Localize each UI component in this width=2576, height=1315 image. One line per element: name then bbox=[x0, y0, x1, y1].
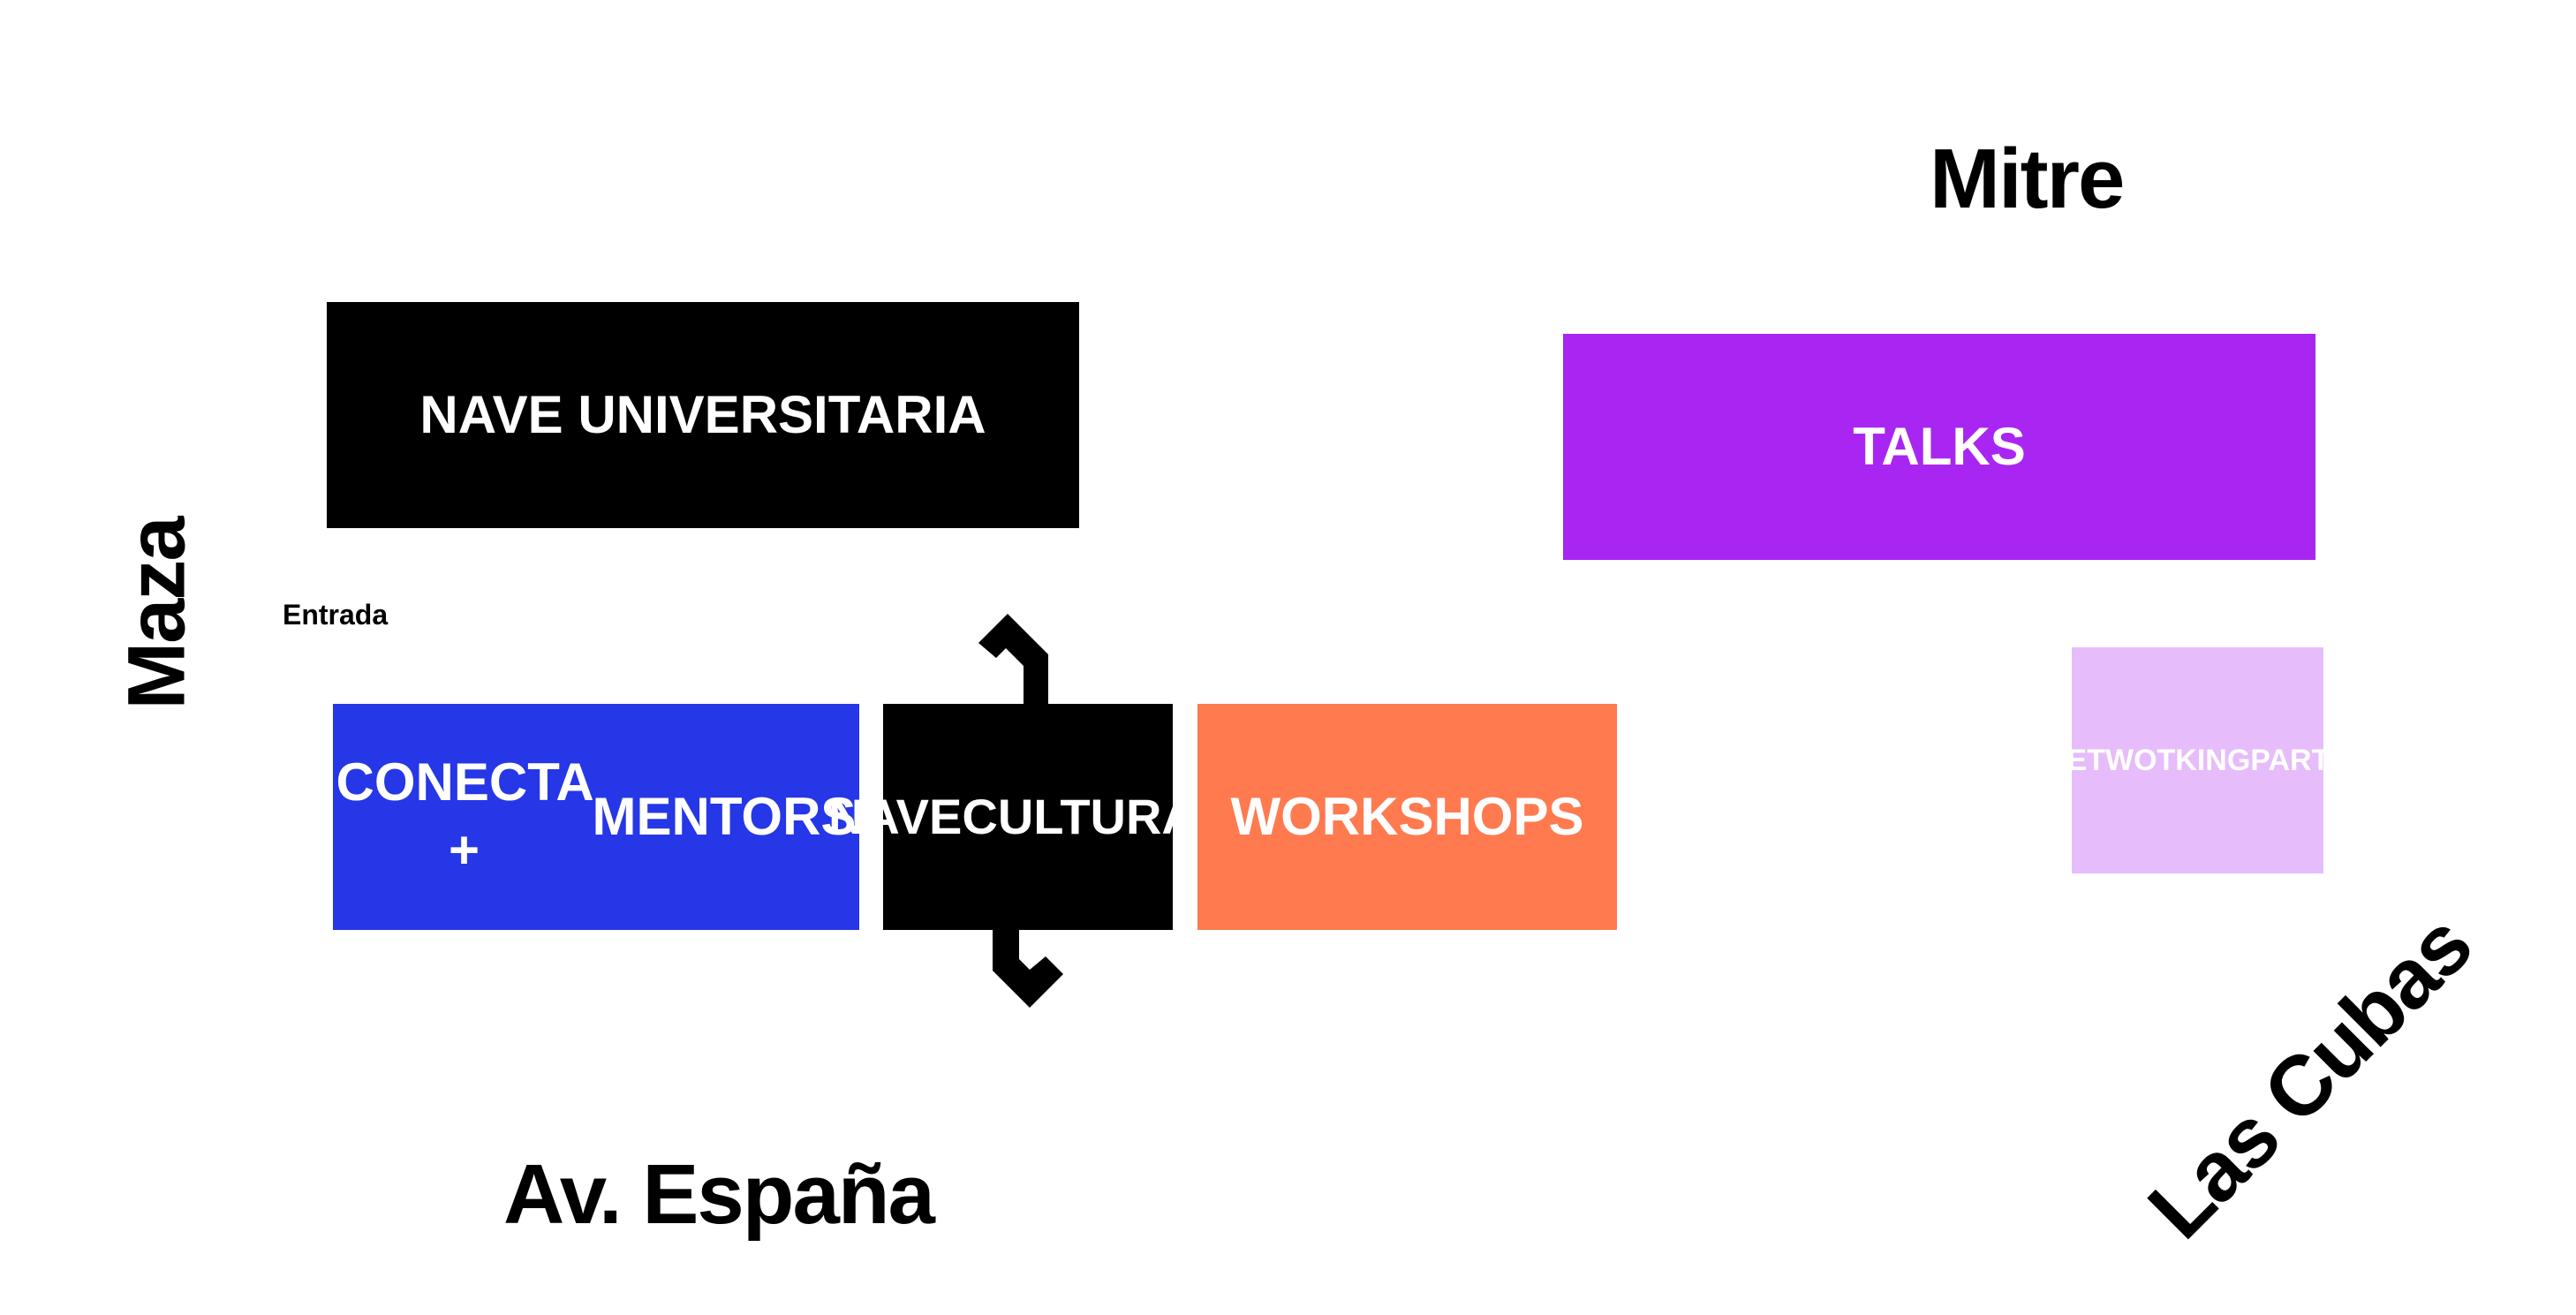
venue-label-line: PARTY bbox=[2250, 743, 2351, 777]
venue-label-line: NETWOTKING bbox=[2044, 743, 2251, 777]
street-label-mitre: Mitre bbox=[1930, 132, 2125, 226]
connector-bottom-icon bbox=[993, 930, 1063, 1008]
venue-label-line: CONECTA + bbox=[336, 752, 594, 880]
venue-nave-cultural[interactable]: NAVE CULTURAL bbox=[828, 704, 1228, 930]
venue-label-line: MENTORS bbox=[592, 786, 857, 846]
venue-label-line: WORKSHOPS bbox=[1230, 786, 1584, 846]
venue-networking-party[interactable]: NETWOTKING PARTY bbox=[2045, 647, 2350, 873]
street-label-maza: Maza bbox=[111, 518, 202, 710]
venue-workshops[interactable]: WORKSHOPS bbox=[1197, 704, 1617, 930]
venue-conecta-mentors[interactable]: CONECTA + MENTORS bbox=[333, 704, 859, 930]
venue-label-line: CULTURAL bbox=[962, 789, 1228, 845]
street-label-las-cubas: Las Cubas bbox=[2130, 897, 2489, 1257]
entrance-label: Entrada bbox=[283, 599, 389, 631]
street-label-av-espana: Av. España bbox=[503, 1147, 935, 1242]
venue-talks[interactable]: TALKS bbox=[1563, 334, 2315, 560]
venue-label-line: NAVE UNIVERSITARIA bbox=[419, 384, 986, 444]
venue-nave-universitaria[interactable]: NAVE UNIVERSITARIA bbox=[327, 302, 1079, 528]
connector-top-icon bbox=[978, 614, 1048, 707]
venue-label-line: NAVE bbox=[827, 789, 963, 845]
venue-label-line: TALKS bbox=[1853, 416, 2026, 476]
